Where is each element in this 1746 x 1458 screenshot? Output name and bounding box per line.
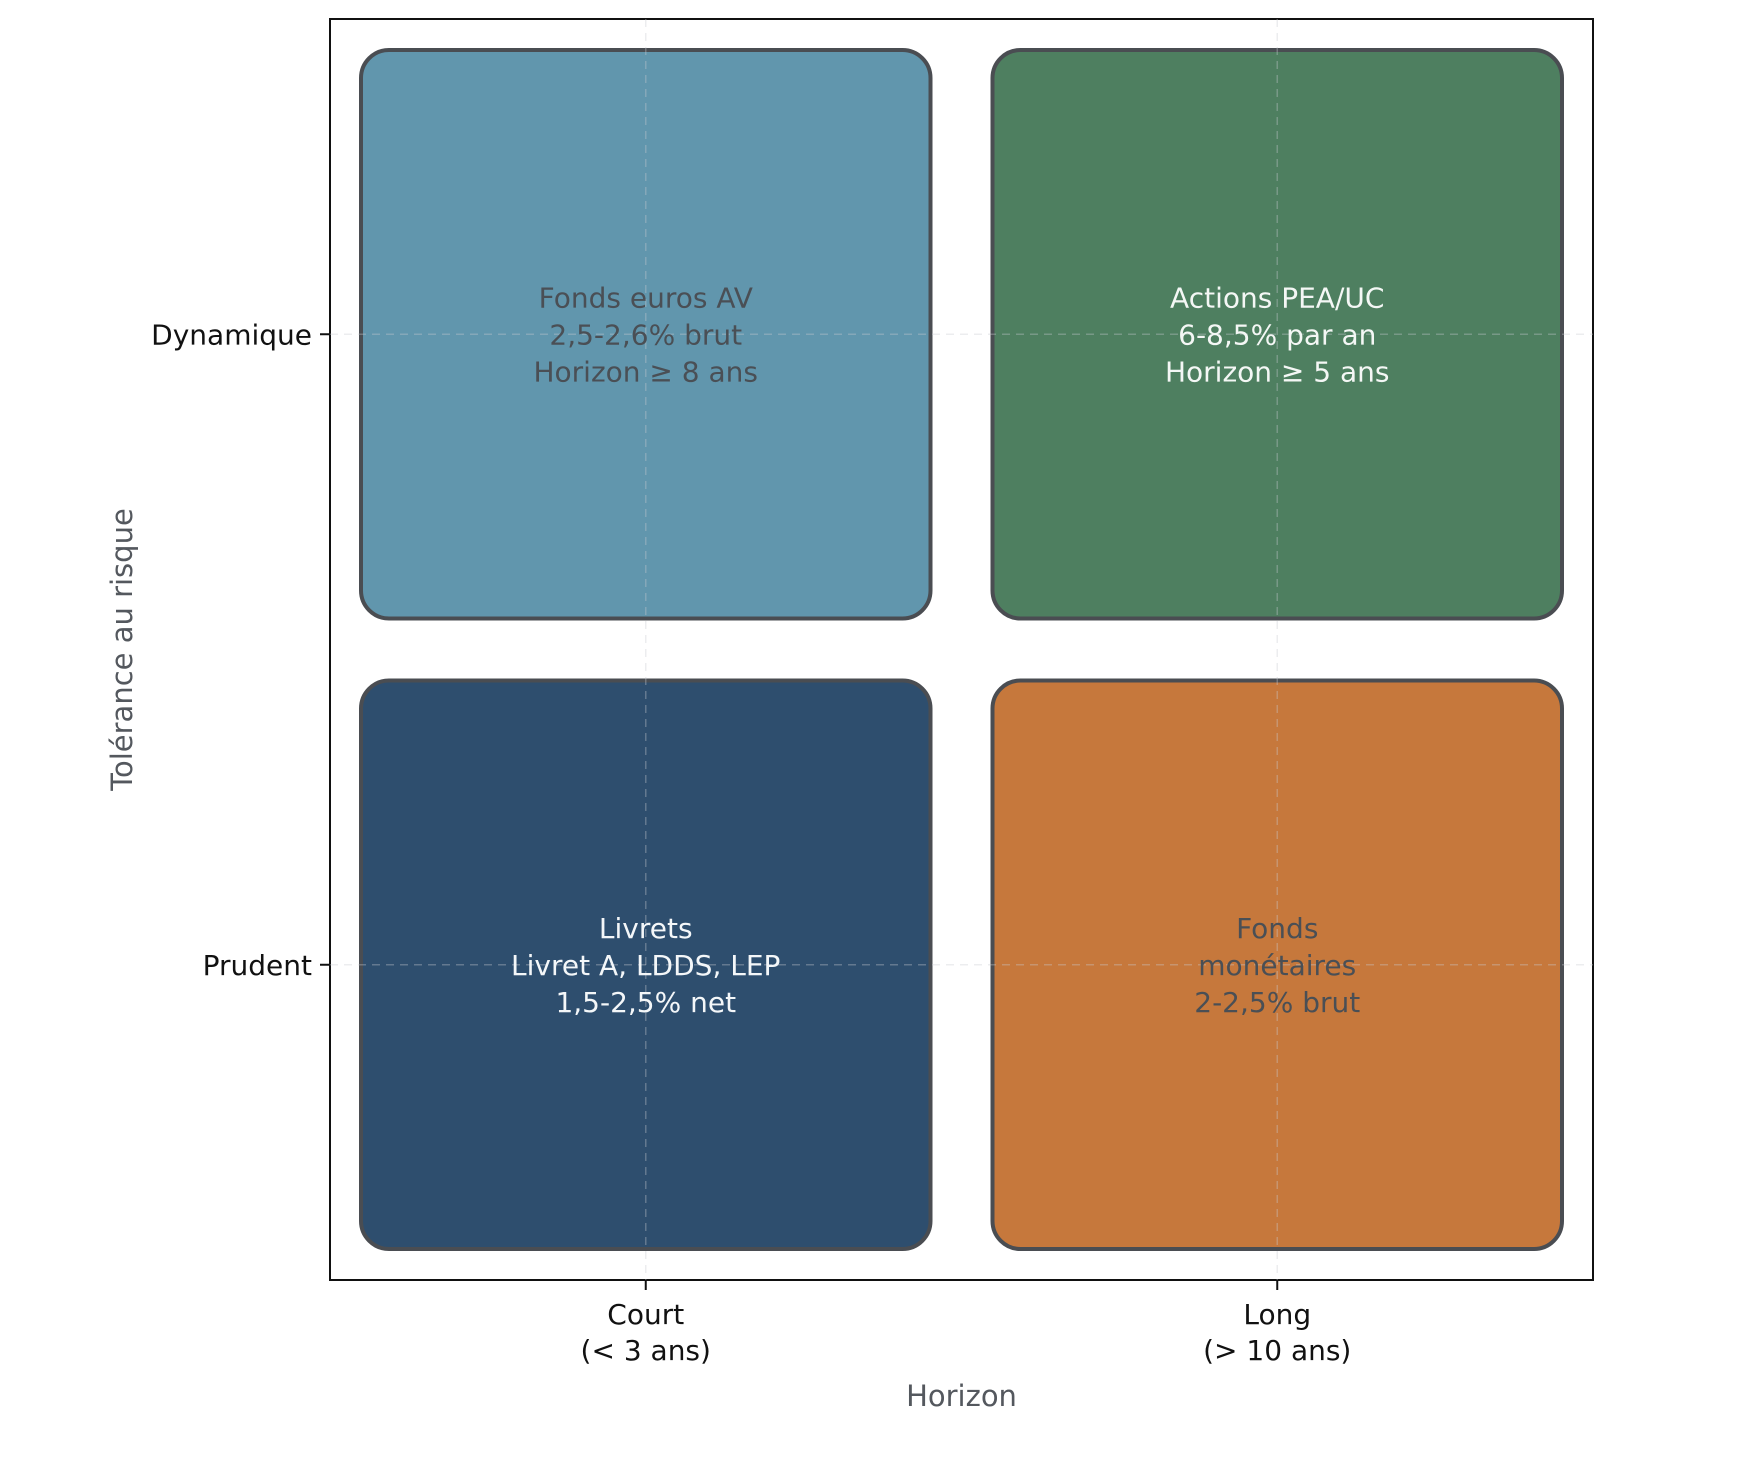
y-axis-label: Tolérance au risque [105,508,139,792]
y-tick-label: Dynamique [151,318,312,351]
x-tick-label: (< 3 ans) [581,1334,711,1367]
x-tick-label: Court [607,1298,684,1331]
cell-label: 6-8,5% par an [1178,318,1376,351]
cell-label: monétaires [1198,949,1356,982]
cell-label: 2-2,5% brut [1194,986,1360,1019]
cell-label: Fonds euros AV [539,281,753,314]
x-tick-label: Long [1243,1298,1311,1331]
cell-label: Horizon ≥ 8 ans [533,355,758,388]
matrix-cell [990,678,1564,1251]
x-tick-label: (> 10 ans) [1203,1334,1351,1367]
x-axis-label: Horizon [906,1379,1017,1413]
cell-label: Livret A, LDDS, LEP [511,949,780,982]
cell-label: 1,5-2,5% net [555,986,736,1019]
cell-label: Horizon ≥ 5 ans [1165,355,1390,388]
cell-label: Fonds [1236,912,1318,945]
matrix-cell [359,48,933,621]
matrix-cell [359,678,933,1251]
cell-label: Livrets [599,912,693,945]
cell-label: 2,5-2,6% brut [549,318,742,351]
y-tick-label: Prudent [203,949,312,982]
matrix-cell [990,48,1564,621]
cell-label: Actions PEA/UC [1170,281,1384,314]
